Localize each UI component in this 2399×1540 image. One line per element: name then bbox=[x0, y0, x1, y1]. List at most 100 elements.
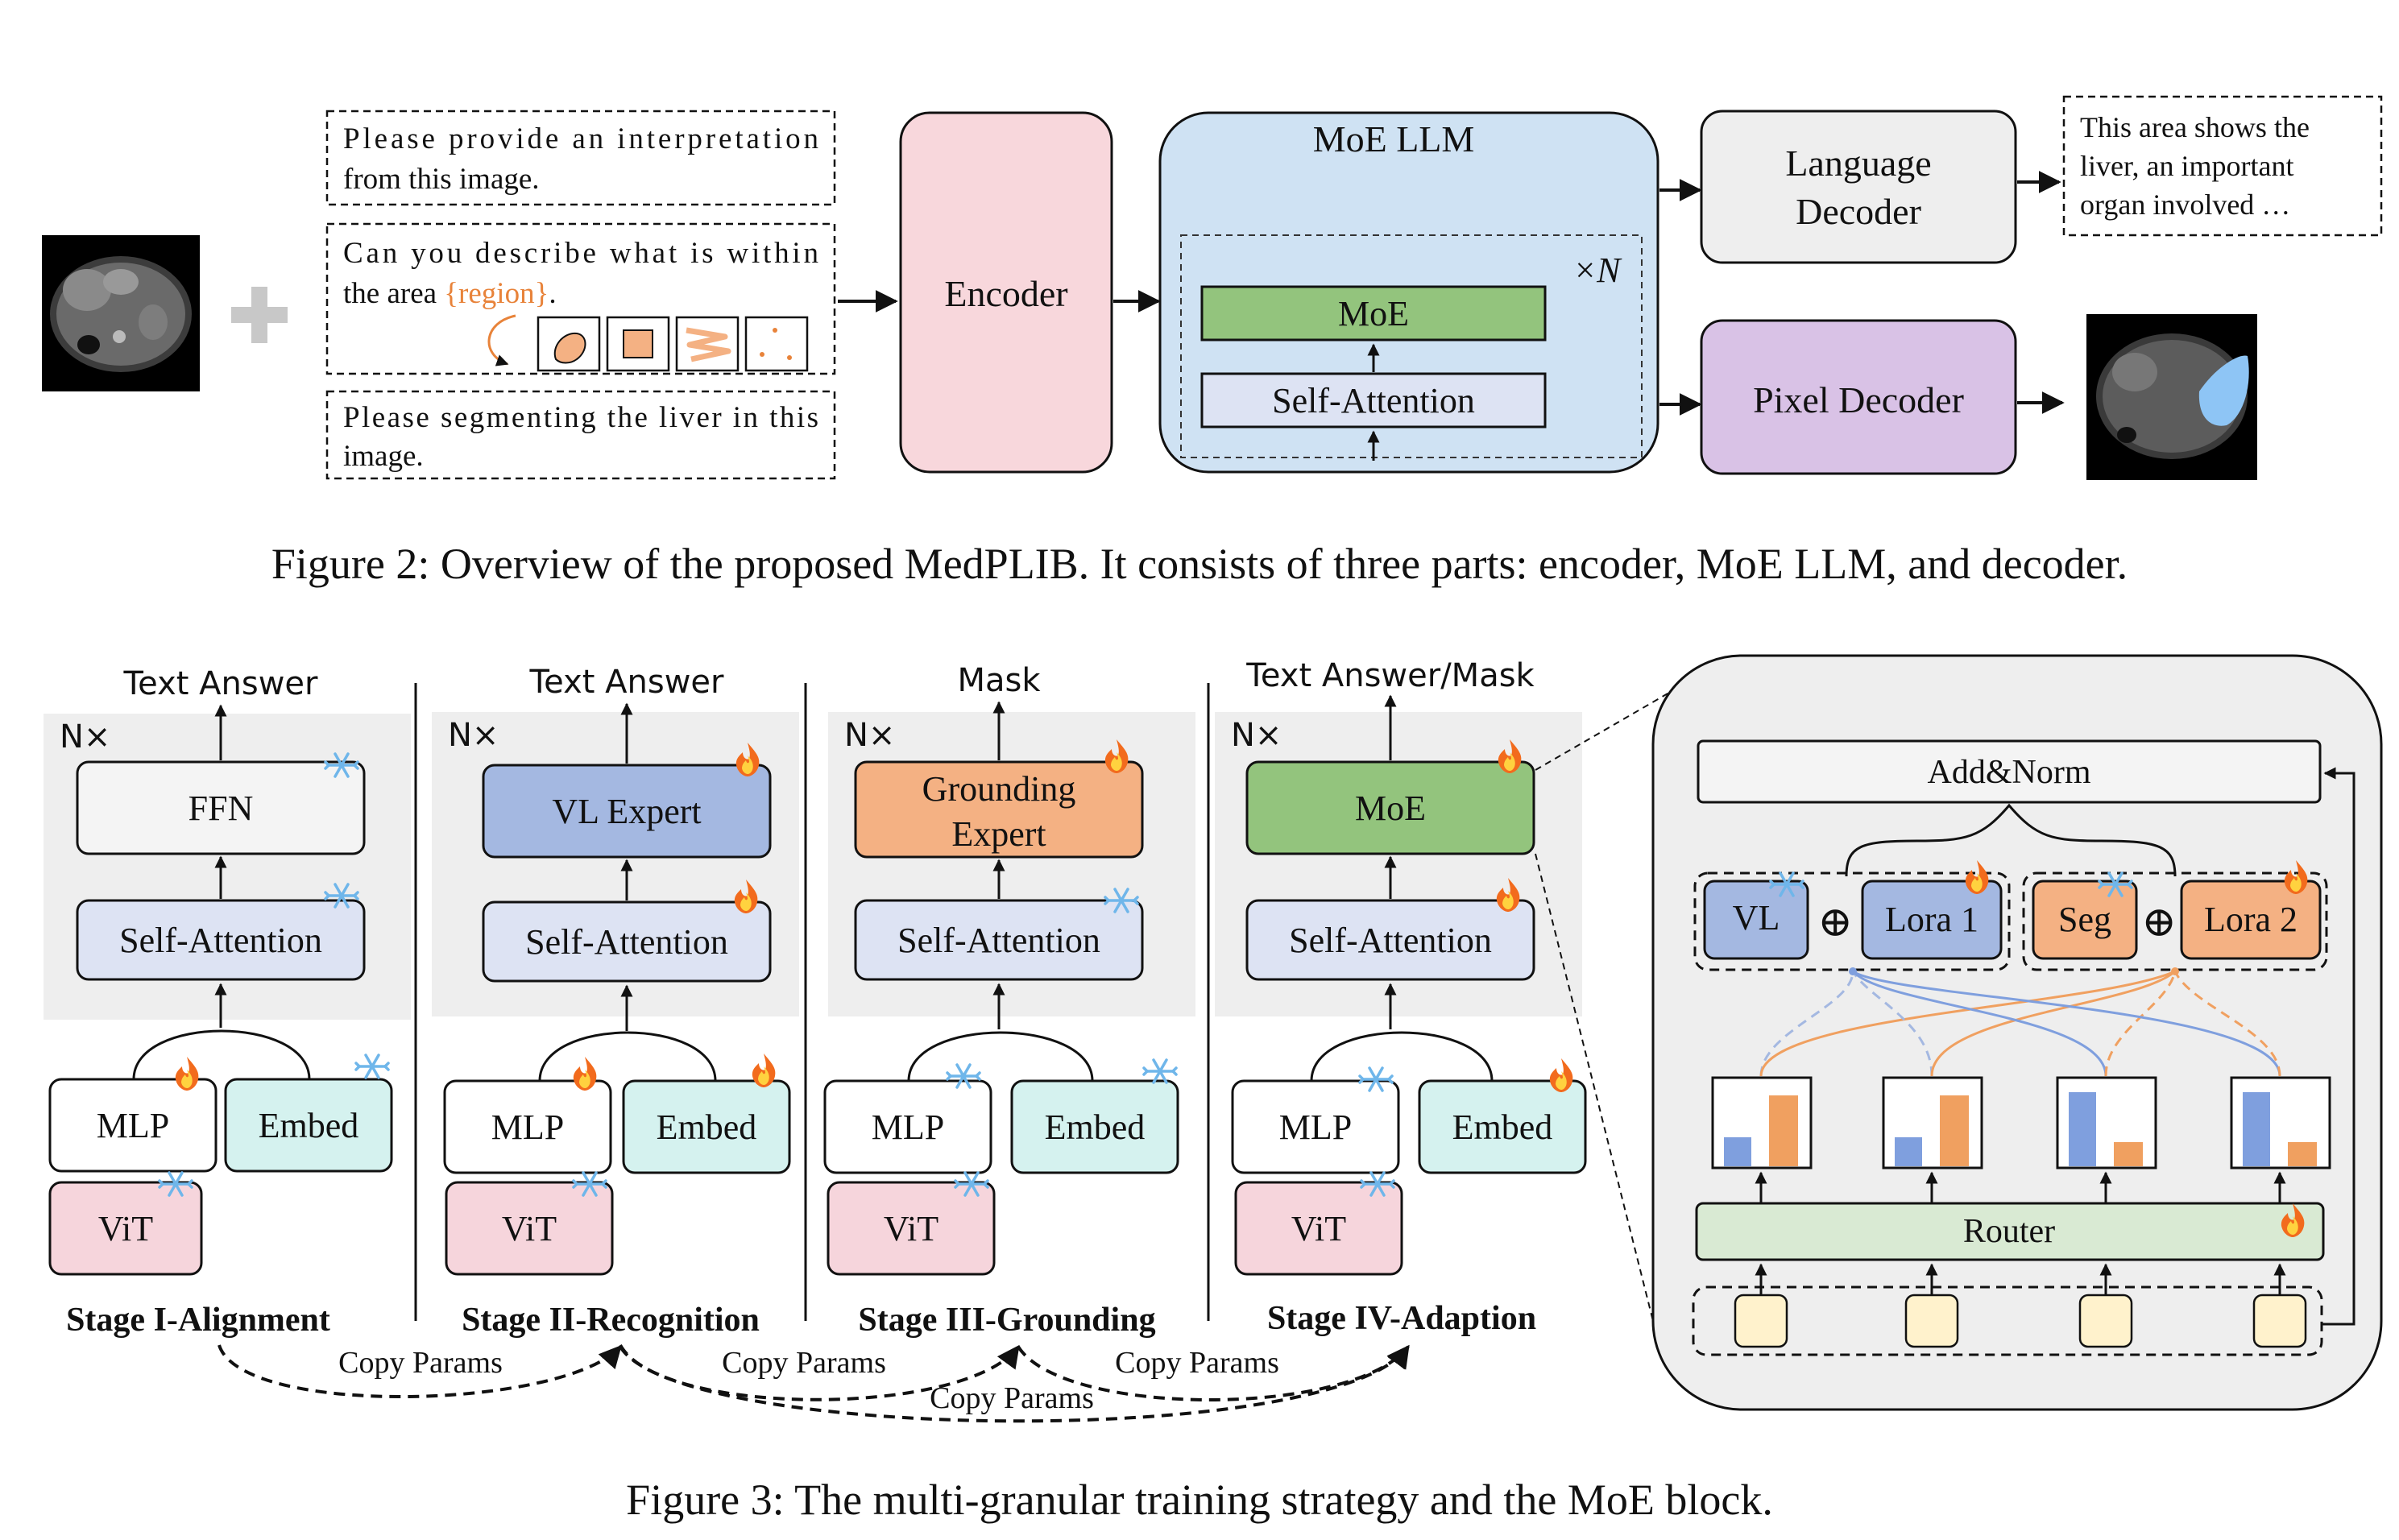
stage-2-vit: ViT bbox=[502, 1209, 557, 1248]
stage-2-embed: Embed bbox=[657, 1107, 757, 1147]
snowflake-icon bbox=[354, 1054, 390, 1079]
vl-expert-label: VL bbox=[1733, 898, 1780, 938]
router-layer bbox=[1695, 1202, 2325, 1261]
stage-3-self-attention: Self-Attention bbox=[897, 921, 1100, 960]
times-n-label: ×N bbox=[1572, 250, 1622, 290]
stage-4-mlp: MLP bbox=[1279, 1107, 1352, 1147]
stage-4-moe: MoE bbox=[1355, 789, 1426, 828]
language-decoder-line-1: Language bbox=[1785, 143, 1931, 184]
stage-4-label: Stage IV-Adaption bbox=[1267, 1300, 1536, 1337]
ct-scan-image bbox=[42, 235, 200, 391]
stage-2-nx: N× bbox=[448, 717, 499, 754]
router-weight-chart bbox=[1882, 1076, 1983, 1169]
router-label: Router bbox=[1963, 1213, 2055, 1250]
prompt-3-line-2: image. bbox=[343, 440, 424, 473]
stage-1-output-label: Text Answer bbox=[123, 665, 318, 702]
stage-3-nx: N× bbox=[844, 717, 895, 754]
figure-3-caption: Figure 3: The multi-granular training st… bbox=[626, 1476, 1773, 1524]
moe-block-detail: Add&Norm VL ⊕ Lora 1 Seg ⊕ Lora 2 bbox=[1651, 654, 2383, 1411]
plus-icon bbox=[231, 287, 288, 343]
figure-2-caption: Figure 2: Overview of the proposed MedPL… bbox=[271, 540, 2128, 588]
stage-4-vit: ViT bbox=[1291, 1209, 1346, 1248]
copy-params-label: Copy Params bbox=[1115, 1346, 1279, 1380]
stage-3-vit: ViT bbox=[884, 1209, 938, 1248]
stage-1-self-attention: Self-Attention bbox=[119, 921, 322, 960]
token bbox=[2078, 1294, 2133, 1348]
plus-circle-icon: ⊕ bbox=[1817, 900, 1853, 946]
moe-llm-block: MoE LLM ×N MoE Self-Attention bbox=[1158, 111, 1659, 474]
token bbox=[1904, 1294, 1959, 1348]
prompt-1-line-1: Please provide an interpretation bbox=[343, 122, 818, 155]
stage-2-output-label: Text Answer bbox=[529, 664, 724, 701]
output-text-line-3: organ involved … bbox=[2080, 188, 2290, 221]
stage-3-grounding-line-2: Expert bbox=[951, 814, 1046, 854]
copy-params-label: Copy Params bbox=[930, 1381, 1094, 1415]
lora-2-label: Lora 2 bbox=[2204, 900, 2297, 939]
snowflake-icon bbox=[1142, 1058, 1178, 1084]
moe-llm-title: MoE LLM bbox=[1313, 118, 1475, 159]
output-text-line-2: liver, an important bbox=[2080, 150, 2293, 182]
segmented-ct-image bbox=[2086, 314, 2257, 480]
prompt-box-1: Please provide an interpretation from th… bbox=[325, 110, 836, 206]
add-norm-label: Add&Norm bbox=[1928, 754, 2091, 791]
prompt-3-line-1: Please segmenting the liver in this bbox=[343, 401, 818, 434]
region-arrow bbox=[487, 314, 516, 366]
prompt-box-3: Please segmenting the liver in this imag… bbox=[325, 390, 836, 480]
output-text-line-1: This area shows the bbox=[2080, 111, 2310, 143]
token-sequence bbox=[1692, 1285, 2323, 1356]
stage-3-label: Stage III-Grounding bbox=[858, 1302, 1155, 1339]
stage-2-label: Stage II-Recognition bbox=[462, 1302, 760, 1339]
fire-icon bbox=[175, 1057, 199, 1091]
pixel-decoder-block: Pixel Decoder bbox=[1700, 319, 2017, 475]
stage-4-output-label: Text Answer/Mask bbox=[1245, 657, 1535, 694]
self-attention-label: Self-Attention bbox=[1272, 381, 1475, 420]
prompt-box-2: Can you describe what is within the area… bbox=[325, 222, 836, 375]
seg-expert-label: Seg bbox=[2058, 900, 2111, 939]
moe-layer bbox=[1200, 285, 1547, 342]
stage-3-mlp: MLP bbox=[872, 1107, 944, 1147]
encoder-block: Encoder bbox=[899, 111, 1113, 474]
language-decoder-block: Language Decoder bbox=[1700, 110, 2017, 264]
router-weight-chart bbox=[1711, 1076, 1813, 1169]
copy-params-label: Copy Params bbox=[338, 1346, 503, 1380]
router-weight-chart bbox=[2230, 1076, 2331, 1169]
stage-4-self-attention: Self-Attention bbox=[1289, 921, 1492, 960]
language-decoder-line-2: Decoder bbox=[1796, 191, 1921, 232]
token bbox=[2252, 1294, 2307, 1348]
token bbox=[1734, 1294, 1788, 1348]
stage-2-mlp: MLP bbox=[491, 1107, 564, 1147]
copy-params-arrows: Copy Params Copy Params Copy Params Copy… bbox=[218, 1344, 1410, 1423]
expert-brace bbox=[1845, 803, 2177, 877]
stage-4-nx: N× bbox=[1231, 717, 1282, 754]
self-attention-layer bbox=[1200, 372, 1547, 428]
stage-1-vit: ViT bbox=[98, 1209, 153, 1248]
lora-1-label: Lora 1 bbox=[1885, 900, 1978, 939]
prompt-2-line-2: the area {region}. bbox=[343, 277, 557, 310]
repeat-layer-frame bbox=[1180, 234, 1643, 458]
stage-1-ffn: FFN bbox=[189, 789, 254, 828]
stage-3: Mask N× Grounding Expert Self-Attention … bbox=[823, 662, 1195, 1339]
fire-icon bbox=[1549, 1058, 1573, 1092]
routing-curves bbox=[1759, 970, 2281, 1077]
stage-1-mlp: MLP bbox=[97, 1106, 169, 1145]
prompt-1-line-2: from this image. bbox=[343, 163, 540, 196]
token-arrows bbox=[1755, 1263, 2286, 1295]
stage-1-nx: N× bbox=[60, 718, 110, 756]
residual-connection bbox=[2322, 767, 2355, 1326]
stage-3-output-label: Mask bbox=[957, 662, 1041, 699]
region-shape-icons bbox=[537, 316, 809, 372]
stage-1-label: Stage I-Alignment bbox=[66, 1302, 330, 1339]
routing-dots bbox=[1849, 967, 2179, 975]
stage-2-self-attention: Self-Attention bbox=[525, 922, 728, 962]
router-output-arrows bbox=[1755, 1171, 2286, 1203]
stage-3-embed: Embed bbox=[1045, 1107, 1146, 1147]
encoder-label: Encoder bbox=[944, 273, 1067, 314]
stage-4: Text Answer/Mask N× MoE Self-Attention M… bbox=[1215, 657, 1587, 1337]
expert-group-2 bbox=[2022, 871, 2328, 971]
stage-3-grounding-line-1: Grounding bbox=[922, 769, 1076, 809]
stage-2-vl-expert: VL Expert bbox=[552, 792, 701, 831]
figure-3: Text Answer N× FFN Self-Attention MLP Em… bbox=[44, 654, 2383, 1524]
expert-group-1 bbox=[1693, 871, 2011, 971]
output-text-box: This area shows the liver, an important … bbox=[2062, 95, 2383, 237]
